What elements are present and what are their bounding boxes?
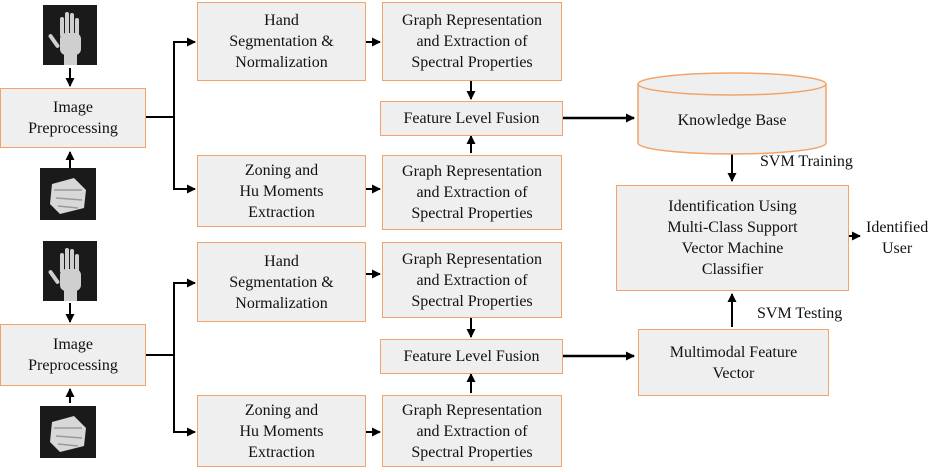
arrow-to-seg-bottom: [173, 278, 196, 355]
graph-representation-2-label: Graph Representation and Extraction of S…: [402, 163, 542, 222]
graph-representation-2: Graph Representation and Extraction of S…: [382, 155, 562, 230]
svm-training-label: SVM Training: [760, 153, 853, 170]
hand-segmentation-bottom-label: Hand Segmentation & Normalization: [229, 252, 334, 312]
feature-level-fusion-top: Feature Level Fusion: [380, 101, 563, 136]
glove-image-top: [40, 168, 96, 220]
hand-segmentation-top: Hand Segmentation & Normalization: [197, 2, 366, 81]
zoning-hu-bottom-label: Zoning and Hu Moments Extraction: [239, 401, 324, 461]
zoning-hu-top-label: Zoning and Hu Moments Extraction: [239, 161, 324, 221]
arrow-to-seg-top: [173, 37, 196, 117]
image-preprocessing-bottom: Image Preprocessing: [0, 324, 146, 386]
hand-segmentation-bottom: Hand Segmentation & Normalization: [197, 242, 366, 322]
graph-representation-1-label: Graph Representation and Extraction of S…: [402, 12, 542, 71]
feature-level-fusion-bottom: Feature Level Fusion: [380, 339, 563, 374]
identification-classifier-label: Identification Using Multi-Class Support…: [667, 198, 798, 278]
graph-representation-3: Graph Representation and Extraction of S…: [382, 242, 562, 318]
image-preprocessing-bottom-label: Image Preprocessing: [28, 336, 118, 374]
image-preprocessing-top: Image Preprocessing: [0, 88, 146, 148]
image-preprocessing-top-label: Image Preprocessing: [28, 99, 118, 137]
hand-segmentation-top-label: Hand Segmentation & Normalization: [229, 12, 334, 71]
identification-classifier: Identification Using Multi-Class Support…: [616, 185, 849, 291]
graph-representation-1: Graph Representation and Extraction of S…: [382, 2, 562, 81]
palm-image-bottom: [43, 241, 97, 301]
graph-representation-3-label: Graph Representation and Extraction of S…: [402, 250, 542, 310]
multimodal-feature-vector: Multimodal Feature Vector: [638, 329, 829, 396]
arrow-to-zoning-bottom: [173, 355, 196, 437]
knowledge-base-label: Knowledge Base: [677, 112, 787, 129]
feature-level-fusion-bottom-label: Feature Level Fusion: [403, 348, 540, 365]
glove-image-bottom: [40, 406, 96, 458]
knowledge-base-cylinder: [637, 72, 827, 155]
graph-representation-4-label: Graph Representation and Extraction of S…: [402, 401, 542, 461]
arrow-to-zoning-top: [173, 117, 196, 194]
graph-representation-4: Graph Representation and Extraction of S…: [382, 395, 562, 467]
svm-testing-label: SVM Testing: [757, 305, 843, 322]
identified-user-label: Identified User: [866, 219, 929, 257]
zoning-hu-bottom: Zoning and Hu Moments Extraction: [197, 395, 366, 467]
palm-image-top: [43, 5, 97, 65]
multimodal-feature-vector-label: Multimodal Feature Vector: [669, 343, 798, 382]
zoning-hu-top: Zoning and Hu Moments Extraction: [197, 155, 366, 227]
feature-level-fusion-top-label: Feature Level Fusion: [403, 110, 540, 127]
